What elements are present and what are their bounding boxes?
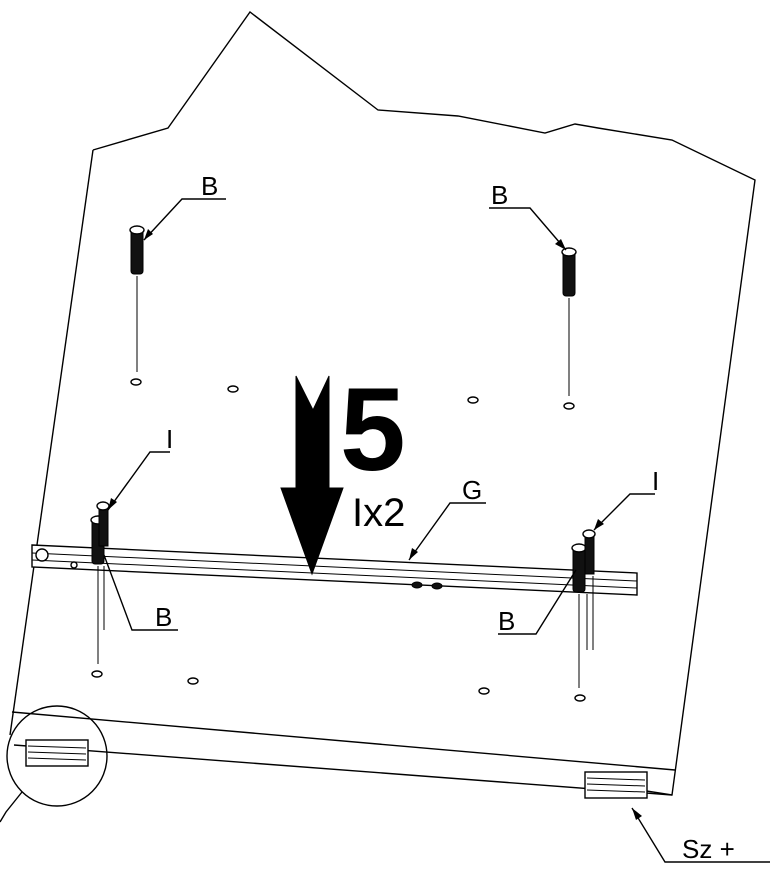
panel-front-face (11, 711, 676, 796)
panel-outline (92, 11, 756, 796)
label-b-bottom-right: B (498, 606, 515, 636)
label-g-rail: G (462, 475, 482, 505)
detail-circle (0, 705, 108, 823)
screw-left (90, 501, 110, 664)
leader-lines (103, 198, 770, 863)
dowel-top-right (561, 247, 577, 396)
label-i-left: I (166, 424, 173, 454)
connector-left-detail (25, 739, 89, 767)
screw-right (571, 529, 596, 688)
leader-arrowheads (108, 229, 642, 820)
label-b-top-right: B (491, 180, 508, 210)
down-arrow (280, 375, 344, 576)
rail-g (31, 544, 638, 596)
connector-sz-plus (584, 771, 648, 799)
step-number: 5 (340, 364, 406, 496)
step-quantity: Ix2 (352, 491, 405, 535)
panel-left-edge (9, 149, 94, 736)
label-b-top-left: B (201, 171, 218, 201)
label-i-right: I (652, 466, 659, 496)
label-sz-plus: Sz + (682, 834, 735, 864)
label-b-bottom-left: B (155, 602, 172, 632)
panel-holes (91, 378, 586, 702)
dowel-top-left (129, 225, 145, 372)
